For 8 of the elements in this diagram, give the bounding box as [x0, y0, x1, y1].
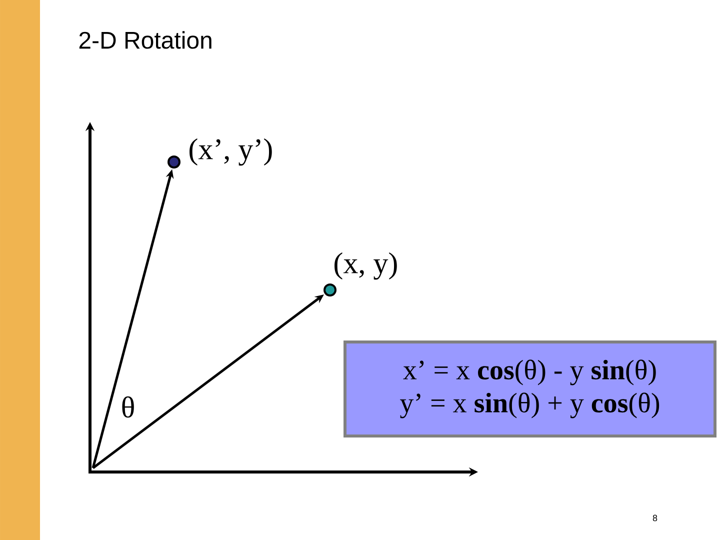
- point-marker: [324, 283, 336, 296]
- point-marker: [168, 155, 180, 168]
- point-label: (x’, y’): [190, 138, 272, 166]
- formula-box: x’ = x cos(θ) - y sin(θ) y’ = x sin(θ) + y cos(θ): [344, 340, 716, 438]
- point-label: (x, y): [334, 252, 397, 280]
- angle-label: θ: [122, 396, 134, 418]
- title: 2-D Rotation: [79, 31, 212, 49]
- page-number: 8: [652, 514, 658, 522]
